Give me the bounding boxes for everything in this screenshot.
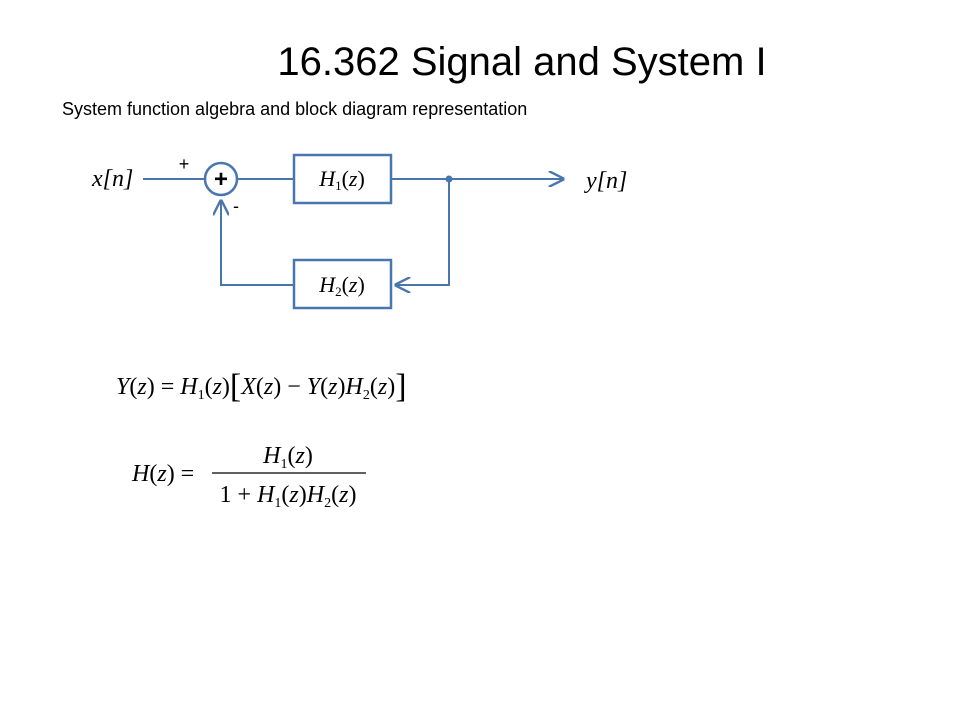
input-label: x[n] [91,166,133,192]
feedback-line-to-summer [221,201,294,286]
h2-label: H2(z) [318,272,365,299]
svg-text:H1(z): H1(z) [262,443,313,472]
minus-sign: - [233,196,239,216]
slide-subtitle: System function algebra and block diagra… [62,99,528,119]
h1-block [292,153,393,205]
feedback-line-to-h2 [396,179,450,285]
svg-text:H(z) =: H(z) = [131,461,194,487]
equation-2: H(z) = H1(z) 1 + H1(z)H2(z) [131,443,366,511]
output-label: y[n] [584,168,627,194]
h1-label: H1(z) [318,166,365,193]
svg-text:Y(z) = H1(z)[X(z) − Y(z)H2(z)]: Y(z) = H1(z)[X(z) − Y(z)H2(z)] [116,368,407,405]
plus-sign: + [179,154,190,174]
summer-symbol: + [214,166,228,193]
slide-title: 16.362 Signal and System I [277,40,767,84]
h2-block [292,258,393,310]
equation-1: Y(z) = H1(z)[X(z) − Y(z)H2(z)] [116,368,407,405]
svg-text:1 + H1(z)H2(z): 1 + H1(z)H2(z) [220,482,357,511]
